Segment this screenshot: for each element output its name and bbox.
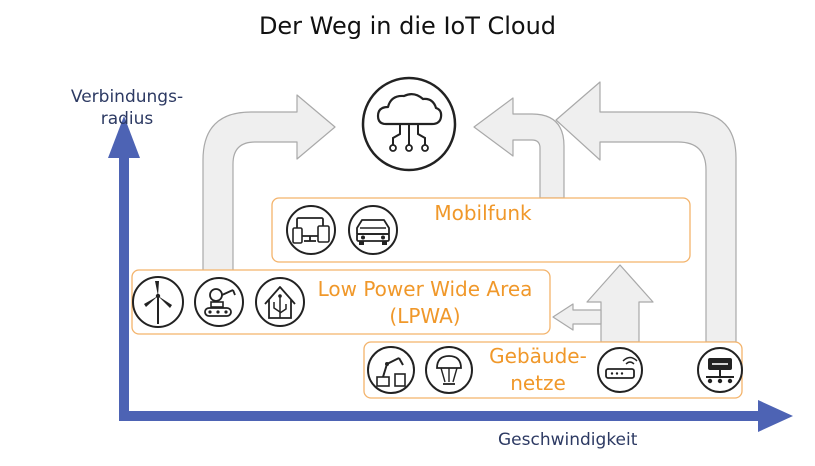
y-axis-label-line2: radius [100, 109, 154, 129]
car-icon [348, 205, 398, 255]
industrial-robot-icon [367, 346, 415, 394]
devices-icon [286, 205, 336, 255]
to-lpwa-arrow [552, 303, 602, 331]
y-axis-arrowhead [108, 116, 140, 158]
gebaeude-label-line1: Gebäude- [489, 344, 587, 368]
x-axis-label: Geschwindigkeit [498, 430, 638, 450]
lpwa-to-cloud-arrow [202, 94, 336, 273]
mobilfunk-to-cloud-arrow [473, 97, 565, 199]
gebaeude-label-line2: netze [510, 371, 566, 395]
y-axis [119, 142, 129, 420]
lpwa-label: Low Power Wide Area (LPWA) [300, 276, 550, 330]
x-axis-arrowhead [758, 400, 793, 432]
lpwa-label-line2: (LPWA) [389, 304, 461, 328]
smart-lamp-icon [425, 346, 473, 394]
router-icon [597, 347, 643, 393]
gebaeude-to-cloud-arrow [555, 81, 737, 343]
wind-turbine-icon [132, 276, 184, 328]
y-axis-label: Verbindungs- radius [52, 86, 202, 130]
robot-icon [194, 277, 244, 327]
server-icon [697, 347, 743, 393]
axes [108, 116, 793, 432]
diagram-title: Der Weg in die IoT Cloud [258, 12, 557, 40]
lpwa-label-line1: Low Power Wide Area [317, 277, 533, 301]
mobilfunk-label: Mobilfunk [434, 201, 532, 225]
x-axis [119, 411, 762, 421]
gebaeude-label: Gebäude- netze [468, 343, 608, 397]
cloud-network-icon [361, 76, 457, 172]
smart-home-icon [255, 277, 305, 327]
y-axis-label-line1: Verbindungs- [70, 87, 184, 107]
gebaeude-to-mobilfunk-arrow [586, 264, 654, 343]
